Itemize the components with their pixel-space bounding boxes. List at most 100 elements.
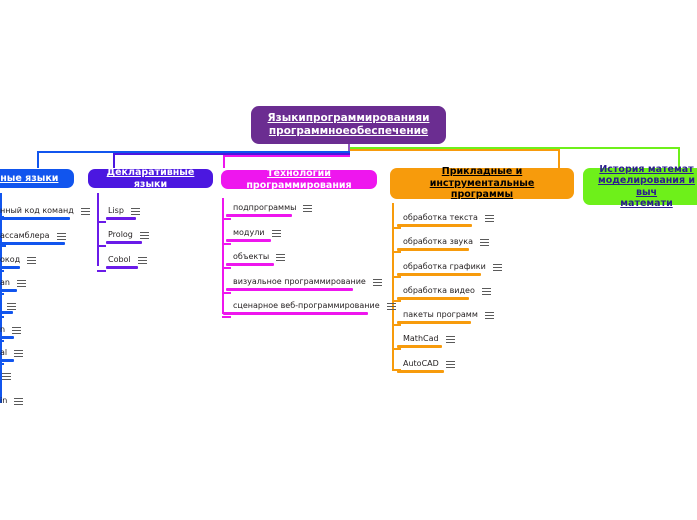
- hamburger-icon[interactable]: [492, 263, 502, 272]
- hamburger-icon[interactable]: [12, 326, 22, 335]
- leaf-label: обработка видео: [403, 286, 475, 295]
- branch-label-declarative: Декларативные языки: [106, 167, 195, 190]
- leaf-underline: [0, 359, 14, 362]
- stub-tech-3: [222, 292, 231, 294]
- hamburger-icon[interactable]: [7, 302, 16, 311]
- list-item[interactable]: модули: [226, 228, 281, 242]
- branch-node-history[interactable]: История математ моделирования и выч мате…: [583, 164, 697, 209]
- hamburger-icon[interactable]: [56, 232, 66, 241]
- leaf-label: MathCad: [403, 334, 439, 343]
- branch-node-applied[interactable]: Прикладные и инструментальные программы: [390, 166, 574, 201]
- stub-tech-0: [222, 218, 231, 220]
- branch-node-procedural[interactable]: дурные языки: [0, 169, 74, 188]
- edge-root-declarative: [113, 153, 350, 155]
- leaf-label: n: [0, 325, 6, 334]
- stub-decl-0: [97, 221, 106, 223]
- stub-tech-2: [222, 267, 231, 269]
- list-item[interactable]: обработка графики: [397, 262, 502, 276]
- hamburger-icon[interactable]: [480, 238, 490, 247]
- hamburger-icon[interactable]: [372, 278, 382, 287]
- hamburger-icon[interactable]: [14, 397, 24, 406]
- hamburger-icon[interactable]: [386, 302, 396, 311]
- stub-app-3: [392, 300, 401, 302]
- hamburger-icon[interactable]: [303, 204, 313, 213]
- list-item[interactable]: обработка текста: [397, 213, 494, 227]
- spine-technologies: [222, 198, 224, 314]
- list-item[interactable]: ассамблера: [0, 231, 66, 245]
- hamburger-icon[interactable]: [445, 335, 455, 344]
- list-item[interactable]: объекты: [226, 252, 286, 266]
- leaf-underline: [0, 217, 70, 220]
- edge-root-declarative-drop: [113, 153, 115, 168]
- leaf-label: пакеты программ: [403, 310, 478, 319]
- hamburger-icon[interactable]: [139, 231, 149, 240]
- stub-decl-1: [97, 245, 106, 247]
- list-item[interactable]: визуальное программирование: [226, 277, 382, 291]
- stub-app-1: [392, 251, 401, 253]
- hamburger-icon[interactable]: [484, 214, 494, 223]
- leaf-label: Cobol: [108, 255, 131, 264]
- stub-tech-1: [222, 243, 231, 245]
- hamburger-icon[interactable]: [276, 253, 286, 262]
- leaf-underline: [226, 263, 274, 266]
- leaf-label: обработка текста: [403, 213, 478, 222]
- leaf-label: AutoCAD: [403, 359, 439, 368]
- list-item[interactable]: Prolog: [106, 230, 149, 244]
- root-node-label: Языкипрограммированияи программноеобеспе…: [268, 112, 430, 138]
- list-item[interactable]: al: [0, 348, 24, 362]
- branch-node-technologies[interactable]: Технологии программирования: [221, 168, 377, 191]
- leaf-label: Prolog: [108, 230, 133, 239]
- list-item[interactable]: пакеты программ: [397, 310, 494, 324]
- list-item[interactable]: нный код команд: [0, 206, 90, 220]
- list-item[interactable]: Cobol: [106, 255, 147, 269]
- list-item[interactable]: обработка звука: [397, 237, 490, 251]
- spine-declarative: [97, 193, 99, 266]
- list-item[interactable]: сценарное веб-программирование: [223, 301, 396, 315]
- root-label-line2: программноеобеспечение: [268, 125, 429, 137]
- list-item[interactable]: Lisp: [106, 206, 140, 220]
- leaf-underline: [226, 239, 271, 242]
- stub-app-5: [392, 348, 401, 350]
- hamburger-icon[interactable]: [481, 287, 491, 296]
- hamburger-icon[interactable]: [271, 229, 281, 238]
- list-item[interactable]: AutoCAD: [397, 359, 455, 373]
- edge-root-history: [348, 147, 680, 149]
- hamburger-icon[interactable]: [27, 256, 37, 265]
- list-item[interactable]: окод: [0, 255, 37, 269]
- leaf-underline: [397, 370, 444, 373]
- root-label-line1: Языкипрограммированияи: [267, 112, 430, 124]
- branch-node-declarative[interactable]: Декларативные языки: [88, 167, 213, 190]
- stub-app-4: [392, 324, 401, 326]
- leaf-label: [0, 301, 2, 302]
- list-item[interactable]: MathCad: [397, 334, 455, 348]
- hamburger-icon[interactable]: [137, 256, 147, 265]
- stub-proc-1: [0, 245, 6, 247]
- branch-label-applied: Прикладные и инструментальные программы: [397, 166, 567, 201]
- list-item[interactable]: an: [0, 278, 26, 292]
- hamburger-icon[interactable]: [80, 207, 90, 216]
- leaf-label: окод: [0, 255, 21, 264]
- hamburger-icon[interactable]: [14, 349, 24, 358]
- spine-procedural: [0, 193, 2, 403]
- hamburger-icon[interactable]: [16, 279, 26, 288]
- list-item[interactable]: n: [0, 325, 22, 339]
- list-item[interactable]: обработка видео: [397, 286, 491, 300]
- leaf-underline: [106, 266, 138, 269]
- list-item[interactable]: in: [0, 396, 24, 407]
- list-item[interactable]: [0, 371, 11, 381]
- stub-proc-4: [0, 316, 4, 318]
- list-item[interactable]: [0, 301, 16, 314]
- leaf-label: объекты: [233, 252, 270, 261]
- stub-proc-5: [0, 340, 4, 342]
- leaf-underline: [0, 311, 13, 314]
- root-node[interactable]: Языкипрограммированияи программноеобеспе…: [251, 106, 446, 144]
- hamburger-icon[interactable]: [445, 360, 455, 369]
- leaf-label: нный код команд: [0, 206, 74, 215]
- hamburger-icon[interactable]: [2, 372, 11, 381]
- leaf-label: ассамблера: [0, 231, 50, 240]
- hamburger-icon[interactable]: [484, 311, 494, 320]
- edge-root-applied: [348, 149, 560, 151]
- list-item[interactable]: подпрограммы: [226, 203, 313, 217]
- hamburger-icon[interactable]: [130, 207, 140, 216]
